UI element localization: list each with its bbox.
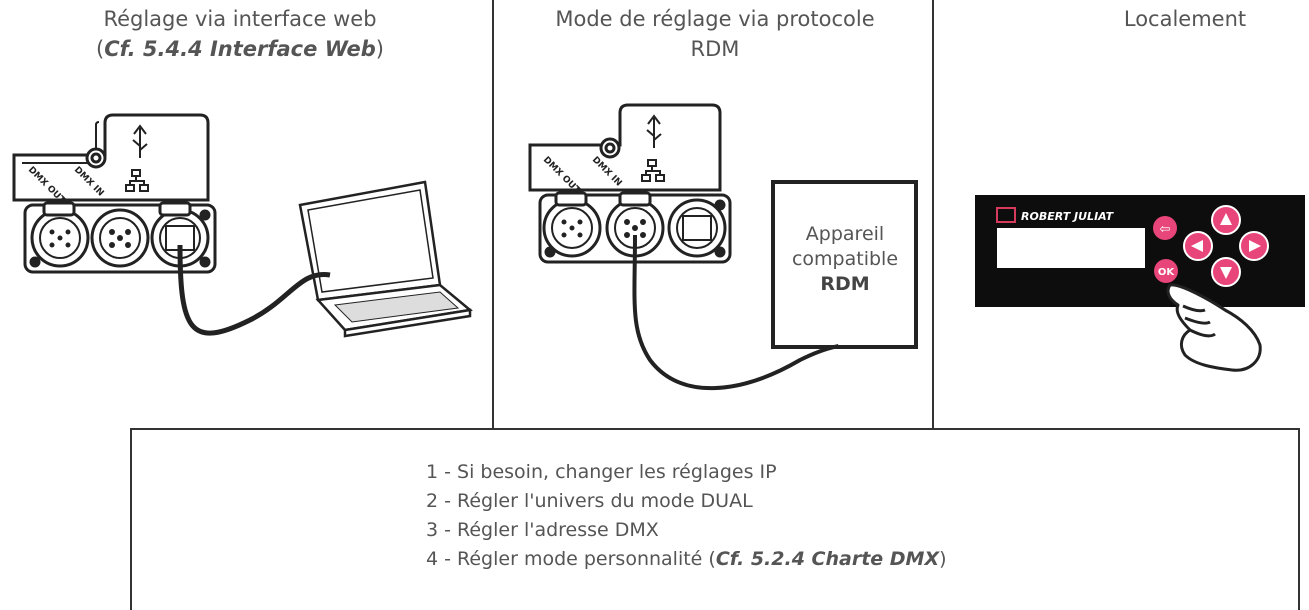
xlr-pins-rdm [561, 219, 646, 238]
web-setting-title: Réglage via interface web (Cf. 5.4.4 Int… [40, 4, 440, 64]
usb-icon [132, 124, 148, 158]
paren-open: ( [95, 37, 105, 61]
step-item-2: 2 - Régler l'univers du mode DUAL [426, 490, 753, 512]
laptop-icon [298, 180, 473, 338]
rdm-setting-title: Mode de réglage via protocole RDM [500, 4, 930, 64]
local-setting-title-line1: Localement [1123, 7, 1247, 31]
lcd-display [997, 228, 1145, 268]
column-divider-left [492, 0, 494, 428]
rdm-device-line1: Appareil [805, 223, 885, 245]
rdm-device-label: Appareil compatible RDM [776, 222, 914, 297]
web-setting-title-line1: Réglage via interface web [103, 7, 377, 31]
paren-close: ) [375, 37, 384, 61]
connector-panel-rdm [528, 103, 732, 264]
xlr-pins-web [49, 229, 131, 248]
brand-logo-icon [996, 207, 1016, 223]
local-setting-title: Localement [1080, 4, 1290, 34]
brand-name: ROBERT JULIAT [1021, 210, 1115, 223]
ok-button-label: OK [1158, 267, 1176, 278]
connector-panel-web [12, 113, 217, 274]
control-panel: ROBERT JULIAT ⇦ OK [975, 195, 1305, 307]
dmx-chart-reference: Cf. 5.2.4 Charte DMX [715, 548, 940, 570]
rdm-device-line3-bold: RDM [820, 273, 870, 295]
web-interface-reference: Cf. 5.4.4 Interface Web [104, 37, 376, 61]
steps-list: 1 - Si besoin, changer les réglages IP 2… [426, 458, 947, 574]
step-item-4: 4 - Régler mode personnalité (Cf. 5.2.4 … [426, 545, 947, 574]
back-button-icon [1153, 216, 1177, 240]
rdm-setting-title-line1: Mode de réglage via protocole [555, 7, 875, 31]
steps-box [130, 428, 1300, 610]
ok-button [1154, 259, 1178, 283]
rdm-setting-title-line2: RDM [690, 37, 740, 61]
rdm-device-line2: compatible [791, 248, 899, 270]
dmx-cable-rdm [632, 234, 842, 391]
network-icon [125, 169, 149, 192]
step-item-1: 1 - Si besoin, changer les réglages IP [426, 461, 777, 483]
rdm-device-line3: RDM [776, 272, 914, 297]
network-icon-rdm [641, 159, 665, 182]
web-setting-title-line2: (Cf. 5.4.4 Interface Web) [40, 34, 440, 64]
rdm-device-box [771, 180, 918, 349]
ethernet-cable-web [177, 244, 331, 336]
pointing-hand-icon [1166, 283, 1262, 372]
svg-text:⇦: ⇦ [1160, 222, 1171, 237]
column-divider-right [932, 0, 934, 428]
step-4-text: 4 - Régler mode personnalité ( [426, 548, 716, 570]
step-4-close: ) [939, 548, 947, 570]
usb-icon-rdm [646, 114, 662, 148]
step-item-3: 3 - Régler l'adresse DMX [426, 519, 659, 541]
